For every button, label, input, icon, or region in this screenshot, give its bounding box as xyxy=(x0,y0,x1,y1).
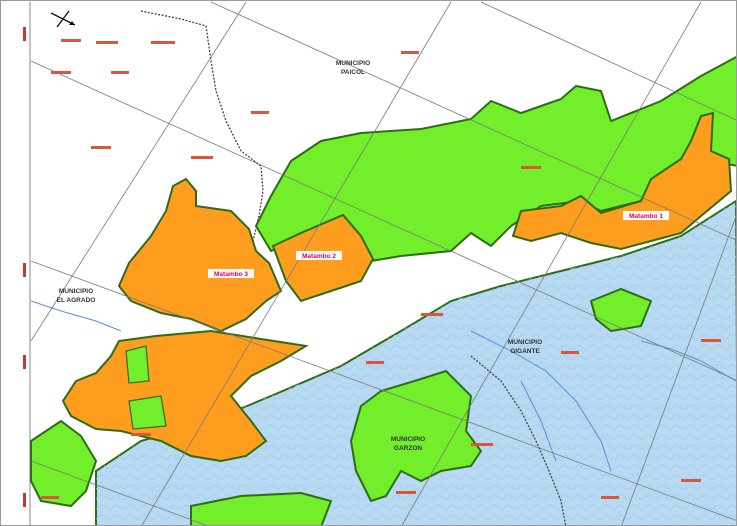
zone-label-matambo-3[interactable]: Matambo 3 xyxy=(208,269,254,278)
zone-label-matambo-1[interactable]: Matambo 1 xyxy=(623,211,669,220)
zone-south-west-orange xyxy=(61,329,309,463)
coordinate-grid xyxy=(30,1,736,525)
zone-label-text: Matambo 1 xyxy=(629,213,663,220)
municipality-label-line1: MUNICIPIO xyxy=(59,288,93,295)
municipality-label-line2: GARZON xyxy=(394,445,422,452)
zone-label-matambo-2[interactable]: Matambo 2 xyxy=(296,251,342,260)
municipality-label-line1: MUNICIPIO xyxy=(391,436,425,443)
buffer-zone-south xyxy=(349,369,483,503)
buffer-zone-southwest xyxy=(30,419,98,508)
municipality-label-gigante: MUNICIPIO GIGANTE xyxy=(508,339,542,355)
zone-matambo-1-area xyxy=(511,111,733,251)
municipality-label-line2: GIGANTE xyxy=(510,348,540,355)
municipality-label-garzon: MUNICIPIO GARZON xyxy=(391,436,425,452)
municipality-label-line1: MUNICIPIO xyxy=(508,339,542,346)
place-labels xyxy=(41,39,721,499)
inner-green-patch-1 xyxy=(125,345,150,384)
compass-icon xyxy=(50,10,76,28)
rivers xyxy=(30,300,736,472)
buffer-zone-east xyxy=(589,287,653,333)
municipality-label-el-agrado: MUNICIPIO EL AGRADO xyxy=(57,288,96,304)
municipality-label-paicol: MUNICIPIO PAICOL xyxy=(336,60,370,76)
coordinate-margin xyxy=(2,2,31,525)
inner-green-patch-2 xyxy=(128,395,167,430)
municipality-label-line1: MUNICIPIO xyxy=(336,60,370,67)
zone-matambo-3-area xyxy=(117,177,283,333)
buffer-zone-bottom xyxy=(190,491,333,525)
zone-label-text: Matambo 3 xyxy=(214,271,248,278)
municipal-border xyxy=(140,10,567,525)
zone-label-text: Matambo 2 xyxy=(302,253,336,260)
municipality-label-line2: EL AGRADO xyxy=(57,297,96,304)
municipality-label-line2: PAICOL xyxy=(341,69,365,76)
